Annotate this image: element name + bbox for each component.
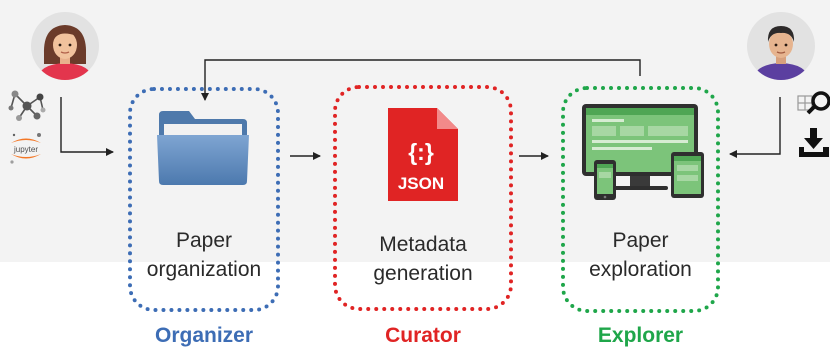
jupyter-icon: jupyter (10, 133, 41, 164)
input-arrow (60, 97, 114, 156)
stage-label-line: Paper (175, 229, 233, 252)
stage-label-line: Paper (612, 229, 669, 252)
molecule-icon (8, 90, 46, 121)
researcher-avatar-icon (31, 12, 99, 80)
curator-stage-box (333, 85, 513, 311)
folder-icon (157, 111, 249, 185)
feedback-arrow (201, 59, 641, 101)
stage-label-line: Metadata (379, 233, 467, 256)
stage-label-metadata: Metadata generation (335, 230, 511, 288)
organizer-stage-box (128, 87, 280, 312)
stage-label-line: organization (146, 258, 262, 281)
stage-label-exploration: Paper exploration (563, 226, 718, 284)
svg-text:jupyter: jupyter (13, 145, 38, 154)
role-label-curator: Curator (385, 324, 461, 347)
svg-text:{:}: {:} (408, 139, 434, 165)
stage-label-organization: Paper organization (130, 226, 278, 284)
json-file-icon: {:} JSON (388, 108, 458, 201)
user-input-arrow (729, 97, 781, 158)
devices-icon (582, 104, 704, 200)
user-avatar-icon (747, 12, 815, 80)
explorer-stage-box (561, 86, 720, 313)
role-label-organizer: Organizer (154, 324, 254, 347)
stage-label-line: exploration (589, 258, 692, 281)
svg-text:JSON: JSON (398, 174, 444, 193)
role-label-explorer: Explorer (597, 324, 684, 347)
download-icon (799, 128, 829, 157)
stage-label-line: generation (373, 262, 473, 285)
search-icon (797, 91, 830, 115)
